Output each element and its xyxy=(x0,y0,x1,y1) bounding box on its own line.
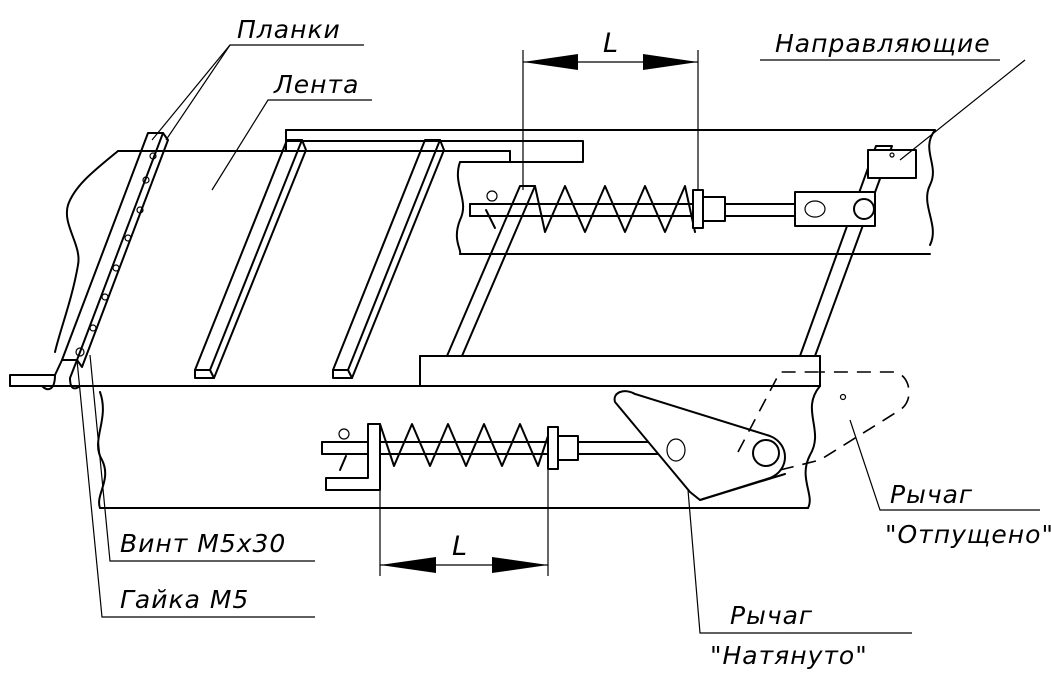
dimension-bottom: L xyxy=(379,470,549,576)
dimension-top: L xyxy=(522,28,699,190)
label-planki: Планки xyxy=(237,15,341,44)
label-gaika: Гайка М5 xyxy=(120,585,249,614)
label-lenta: Лента xyxy=(273,70,359,99)
lower-spring-assembly xyxy=(321,423,681,491)
slat-screws xyxy=(75,152,157,357)
lever-tensioned xyxy=(613,390,786,501)
dimension-bottom-label: L xyxy=(452,531,467,562)
guide-block xyxy=(867,149,917,179)
label-rychag-natyanuto-1: Рычаг xyxy=(730,601,813,630)
label-rychag-otpushcheno-2: "Отпущено" xyxy=(885,520,1051,549)
leader-lines xyxy=(76,44,1040,634)
slats xyxy=(41,132,893,391)
dimension-top-label: L xyxy=(603,28,618,59)
upper-spring-assembly xyxy=(469,185,876,233)
label-napravlyayushchie: Направляющие xyxy=(775,29,991,58)
label-rychag-natyanuto-2: "Натянуто" xyxy=(710,641,868,670)
label-rychag-otpushcheno-1: Рычаг xyxy=(890,480,973,509)
lever-released-phantom xyxy=(737,371,910,471)
label-vint: Винт М5х30 xyxy=(120,529,286,558)
